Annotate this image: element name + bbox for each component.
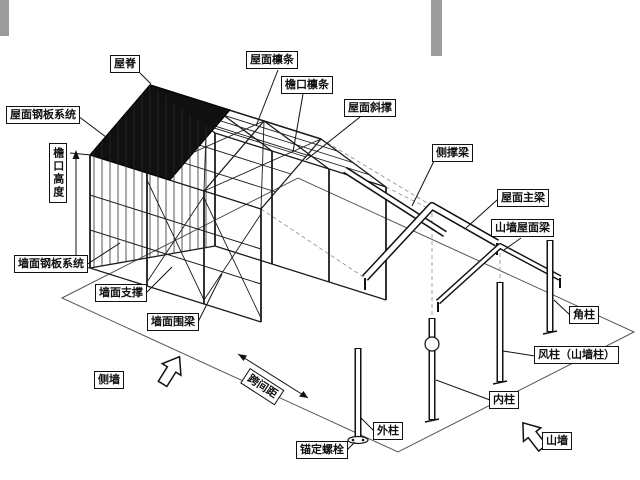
label-side-wall: 侧墙	[94, 371, 124, 389]
label-outer-column: 外柱	[373, 422, 403, 440]
label-wall-bracing: 墙面支撑	[95, 284, 147, 302]
label-ridge: 屋脊	[110, 55, 140, 73]
label-roof-panel-system: 屋面钢板系统	[6, 106, 80, 124]
label-wall-panel-system: 墙面钢板系统	[14, 255, 88, 273]
anchor-bolt-shape	[347, 435, 369, 445]
label-eave-height: 檐口高度	[49, 143, 67, 203]
label-gable-wall: 山墙	[542, 432, 572, 450]
label-side-strut-beam: 侧撑梁	[432, 144, 473, 162]
label-inner-column: 内柱	[489, 391, 519, 409]
side-wall-arrow-icon	[157, 355, 182, 388]
label-gable-roof-beam: 山墙屋面梁	[491, 219, 554, 237]
span-spacing-dimension	[237, 353, 309, 399]
corner-column-shape	[542, 240, 558, 335]
roof-main-beam-shape	[362, 202, 499, 290]
wall-sheet-panel	[93, 85, 207, 267]
roof-sheet-panel	[89, 84, 231, 181]
side-strut-beam-shape	[343, 167, 447, 237]
label-anchor-bolt: 锚定螺栓	[296, 441, 348, 459]
label-corner-column: 角柱	[569, 306, 599, 324]
label-wind-column: 风柱（山墙柱）	[534, 346, 619, 364]
label-eave-purlin: 檐口檩条	[281, 76, 333, 94]
foundation-slab	[60, 177, 636, 453]
gray-bar-artifacts	[0, 0, 442, 56]
label-wall-girt: 墙面围梁	[147, 313, 199, 331]
exploded-members	[343, 167, 562, 445]
wall-girts	[89, 194, 262, 285]
column-marker-circle	[424, 336, 440, 352]
eave-height-dimension	[69, 150, 92, 269]
inner-column-shape	[424, 318, 440, 423]
wall-bracing-x	[146, 179, 262, 319]
label-roof-bracing: 屋面斜撑	[344, 99, 396, 117]
gable-roof-beam-shape	[435, 243, 562, 312]
label-roof-main-beam: 屋面主梁	[497, 189, 549, 207]
alignment-guides	[260, 138, 501, 318]
label-roof-purlin: 屋面檩条	[246, 51, 298, 69]
frame-columns	[89, 133, 387, 322]
wind-column-shape	[492, 282, 508, 385]
